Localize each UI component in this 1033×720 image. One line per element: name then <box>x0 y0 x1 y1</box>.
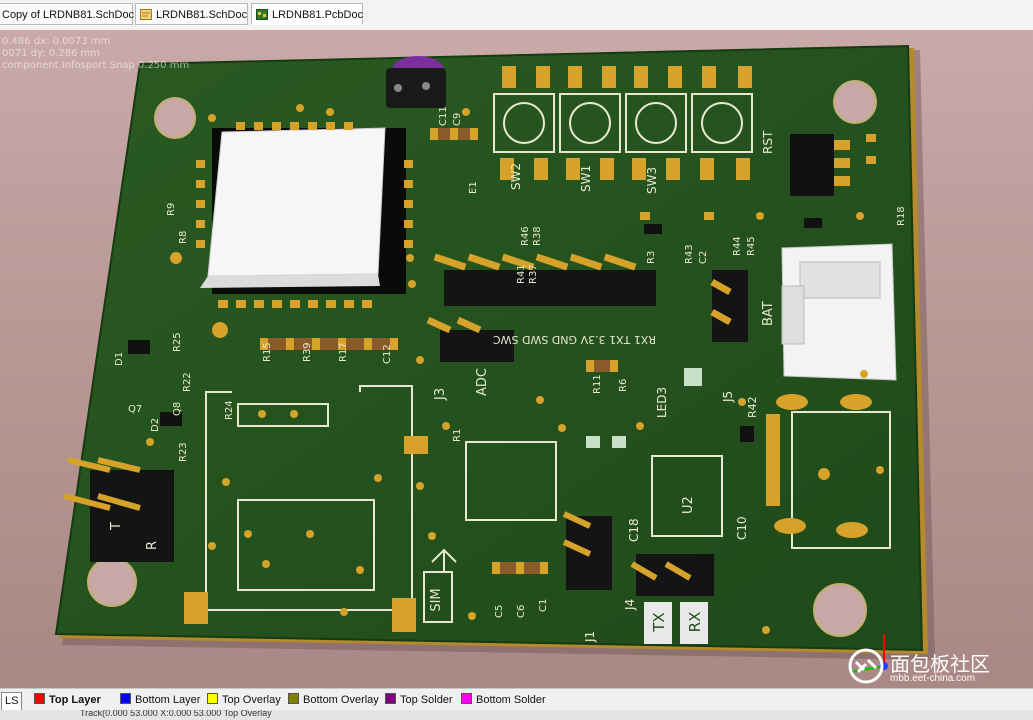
silk-r22: R22 <box>182 372 193 392</box>
silk-c5: C5 <box>494 605 505 618</box>
rf-module <box>196 122 413 308</box>
pcb-board-render: TX RX SIM <box>54 44 935 673</box>
silk-r: R <box>145 541 160 550</box>
silk-r17: R17 <box>338 342 349 362</box>
silk-c9: C9 <box>452 113 463 126</box>
silk-r6: R6 <box>618 379 629 392</box>
rx-label-box <box>680 602 708 644</box>
silk-r9: R9 <box>166 203 177 216</box>
silk-j1: J1 <box>583 631 597 643</box>
document-tab-bar: Copy of LRDNB81.SchDoc LRDNB81.SchDoc LR… <box>0 0 1033 31</box>
pcb-3d-viewport[interactable]: TX RX SIM <box>0 30 1033 688</box>
tactile-switches <box>493 66 753 180</box>
layer-color-swatch <box>461 693 472 704</box>
silk-q7: Q7 <box>128 404 142 415</box>
silk-j3: J3 <box>433 388 448 401</box>
voltage-regulator <box>790 134 834 196</box>
vias <box>146 104 884 634</box>
silk-d1: D1 <box>114 352 125 366</box>
silk-c6: C6 <box>516 605 527 618</box>
layer-tab-ls[interactable]: LS <box>1 692 23 711</box>
tab-schdoc[interactable]: LRDNB81.SchDoc <box>135 3 248 25</box>
silk-t: T <box>109 522 124 531</box>
silk-u2: U2 <box>681 496 696 514</box>
silk-c11: C11 <box>438 106 449 126</box>
layer-color-swatch <box>385 693 396 704</box>
silkscreen-labels: SW2 SW1 SW3 RST C11 C9 E1 R46 R38 R41 R3… <box>109 106 907 643</box>
silk-sw3: SW3 <box>645 167 659 194</box>
silk-r18: R18 <box>896 206 907 226</box>
silk-r25: R25 <box>172 332 183 352</box>
silk-r46: R46 <box>520 226 531 246</box>
status-bar: Track(0.000 53.000 X:0.000 53.000 Top Ov… <box>0 710 1033 720</box>
layer-tab-bottom-solder[interactable]: Bottom Solder <box>461 692 546 709</box>
silk-q8: Q8 <box>172 402 183 416</box>
silk-led3: LED3 <box>655 387 669 418</box>
layer-color-swatch <box>288 693 299 704</box>
layer-tab-top-layer[interactable]: Top Layer <box>34 692 101 709</box>
silk-d2: D2 <box>150 418 161 432</box>
silk-r1: R1 <box>452 429 463 442</box>
battery-connector <box>781 243 897 381</box>
silk-c12: C12 <box>382 344 393 364</box>
pcb-icon <box>256 9 268 20</box>
layer-tabs-bar: LS Top Layer Bottom Layer Top Overlay Bo… <box>0 688 1033 711</box>
mounting-holes <box>87 80 877 637</box>
silk-rst: RST <box>761 130 775 154</box>
silk-r15: R15 <box>262 342 273 362</box>
schematic-icon <box>140 9 152 20</box>
rx-label: RX <box>686 612 704 633</box>
silk-r42: R42 <box>746 396 759 418</box>
silk-r23: R23 <box>178 442 189 462</box>
tab-copy-schdoc[interactable]: Copy of LRDNB81.SchDoc <box>0 3 134 25</box>
silk-sw1: SW1 <box>579 165 593 192</box>
silk-r44: R44 <box>732 236 743 256</box>
layer-tab-bottom-overlay[interactable]: Bottom Overlay <box>288 692 379 709</box>
silk-c10: C10 <box>735 516 749 540</box>
silk-c18: C18 <box>627 518 641 542</box>
silk-adc: ADC <box>475 368 490 396</box>
silk-r11: R11 <box>592 374 603 394</box>
silk-header-pinout: RX1 TX1 3.3V GND SWD SWC <box>493 333 656 346</box>
silk-r8: R8 <box>178 231 189 244</box>
watermark-logo-icon <box>848 648 884 684</box>
silk-r3: R3 <box>646 251 657 264</box>
silk-r41: R41 <box>516 264 527 284</box>
debug-header <box>433 253 656 306</box>
silk-c2: C2 <box>698 251 709 264</box>
site-watermark: 面包板社区 mbb.eet-china.com <box>844 646 1019 688</box>
tx-label-box <box>644 602 672 644</box>
tab-pcbdoc[interactable]: LRDNB81.PcbDoc <box>251 3 363 25</box>
layer-tab-top-solder[interactable]: Top Solder <box>385 692 453 709</box>
layer-color-swatch <box>207 693 218 704</box>
silk-bat: BAT <box>761 301 776 326</box>
tx-label: TX <box>650 612 668 632</box>
smd-components <box>128 128 876 574</box>
sim-label: SIM <box>429 588 444 611</box>
layer-tab-top-overlay[interactable]: Top Overlay <box>207 692 281 709</box>
silk-r38: R38 <box>532 226 543 246</box>
layer-color-swatch <box>120 693 131 704</box>
silk-j5: J5 <box>721 391 735 403</box>
coordinate-readout: 0.486 dx: 0.0073 mm 0071 dy: 0.286 mm co… <box>2 36 190 71</box>
silk-r43: R43 <box>684 244 695 264</box>
silk-r24: R24 <box>224 400 235 420</box>
silk-r39: R39 <box>302 342 313 362</box>
silk-r37: R37 <box>528 264 539 284</box>
silk-r45: R45 <box>746 236 757 256</box>
silk-c1: C1 <box>538 599 549 612</box>
layer-color-swatch <box>34 693 45 704</box>
silk-j4: J4 <box>623 599 637 611</box>
silk-sw2: SW2 <box>509 163 523 190</box>
layer-tab-bottom-layer[interactable]: Bottom Layer <box>120 692 200 709</box>
tr-header <box>63 457 174 562</box>
silk-e1: E1 <box>468 181 479 194</box>
